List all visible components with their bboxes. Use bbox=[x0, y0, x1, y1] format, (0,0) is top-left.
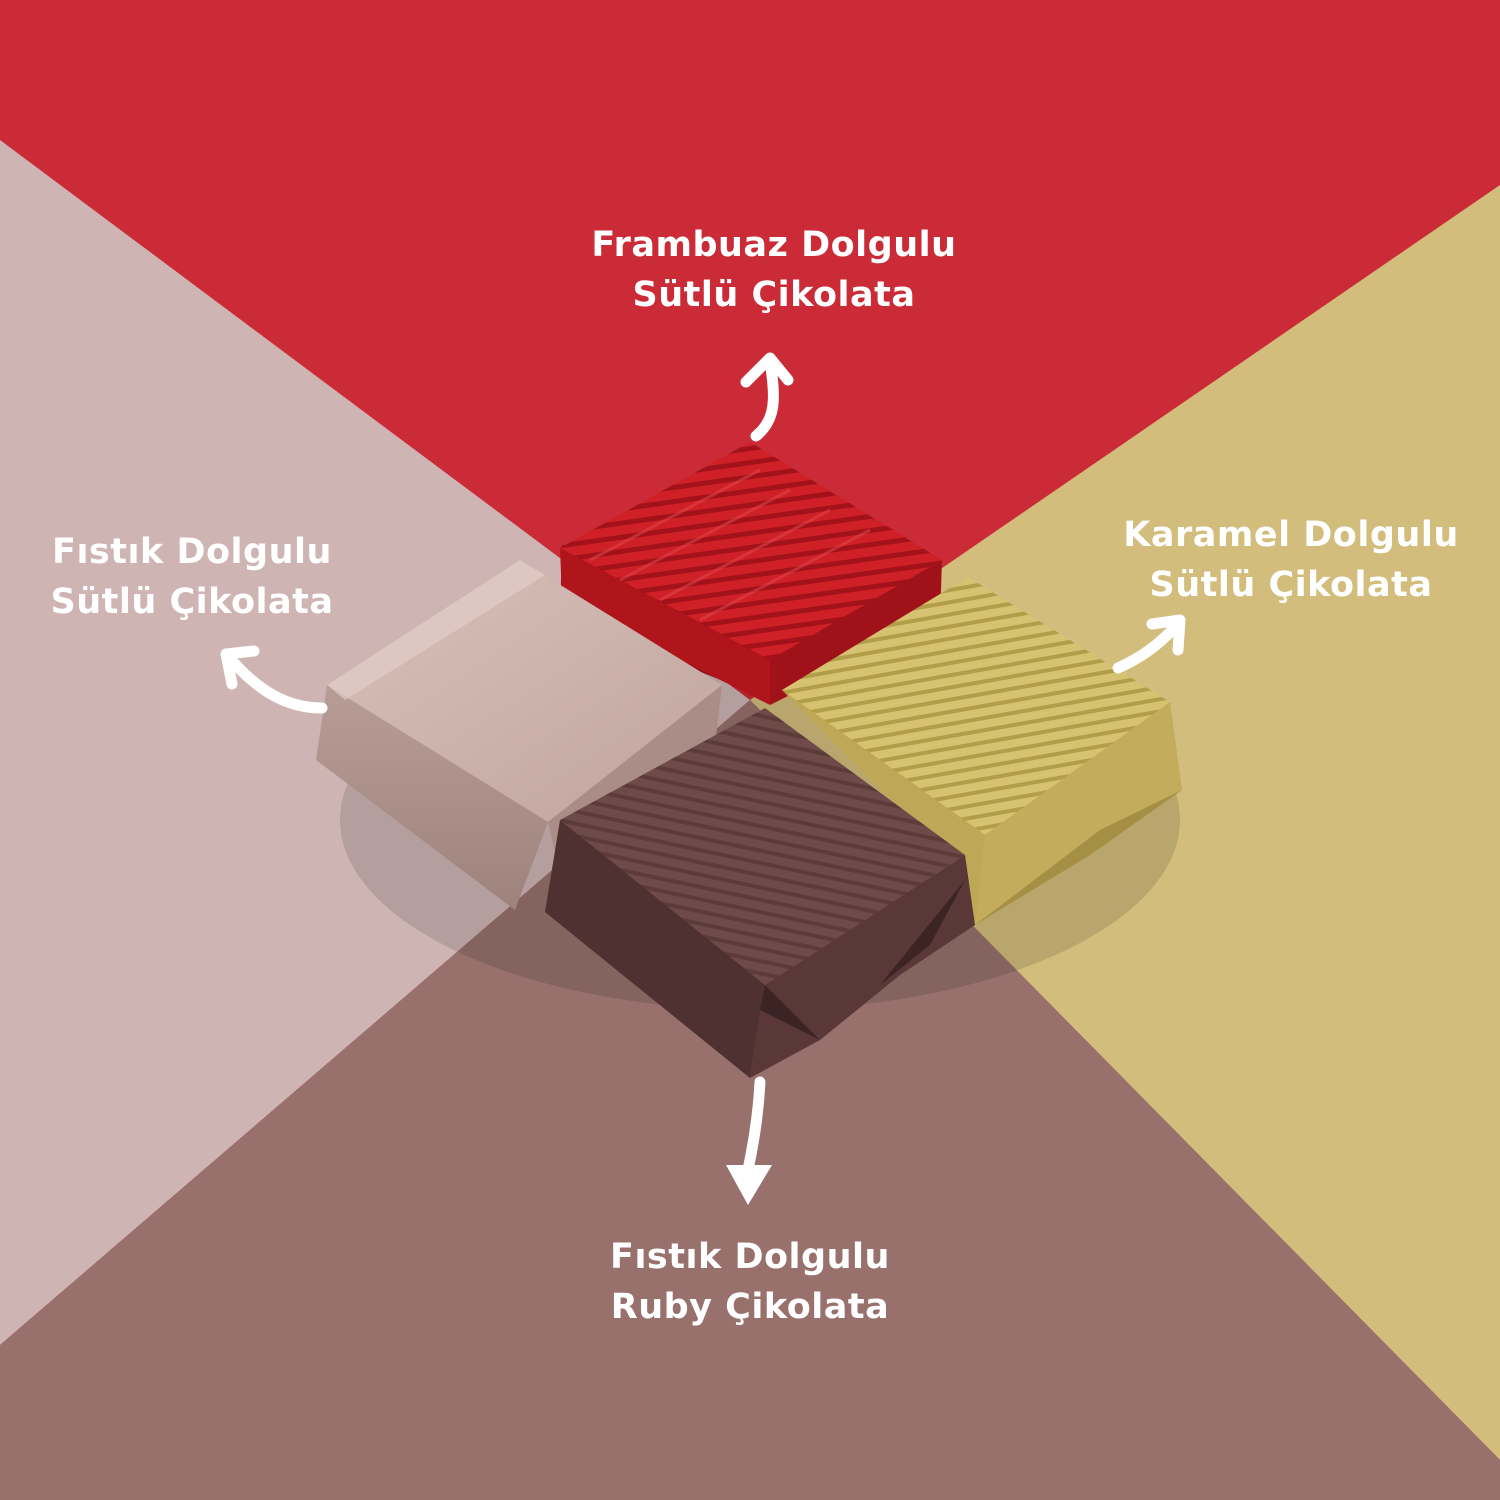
label-line: Karamel Dolgulu bbox=[1123, 515, 1459, 555]
label-line: Fıstık Dolgulu bbox=[52, 532, 332, 572]
label-line: Sütlü Çikolata bbox=[1149, 565, 1433, 605]
label-line: Frambuaz Dolgulu bbox=[591, 225, 957, 265]
arrow-right-icon bbox=[1112, 614, 1186, 674]
arrow-down-head bbox=[726, 1165, 772, 1205]
arrow-left-icon bbox=[220, 645, 328, 714]
bottom-mauve-quadrant bbox=[0, 700, 1500, 1500]
label-line: Sütlü Çikolata bbox=[50, 582, 334, 622]
label-line: Sütlü Çikolata bbox=[632, 275, 916, 315]
brown-foil-chocolate bbox=[545, 708, 975, 1078]
label-line: Ruby Çikolata bbox=[610, 1287, 890, 1327]
label-pistachio-ruby-chocolate: Fıstık Dolgulu Ruby Çikolata bbox=[525, 1232, 975, 1332]
label-pistachio-milk-chocolate: Fıstık Dolgulu Sütlü Çikolata bbox=[12, 527, 372, 627]
arrow-up-icon bbox=[740, 352, 794, 442]
arrow-down-icon bbox=[742, 1076, 766, 1176]
gold-foil-chocolate bbox=[782, 577, 1182, 925]
label-caramel-milk-chocolate: Karamel Dolgulu Sütlü Çikolata bbox=[1111, 510, 1471, 610]
label-line: Fıstık Dolgulu bbox=[610, 1237, 890, 1277]
label-raspberry-milk-chocolate: Frambuaz Dolgulu Sütlü Çikolata bbox=[549, 220, 999, 320]
